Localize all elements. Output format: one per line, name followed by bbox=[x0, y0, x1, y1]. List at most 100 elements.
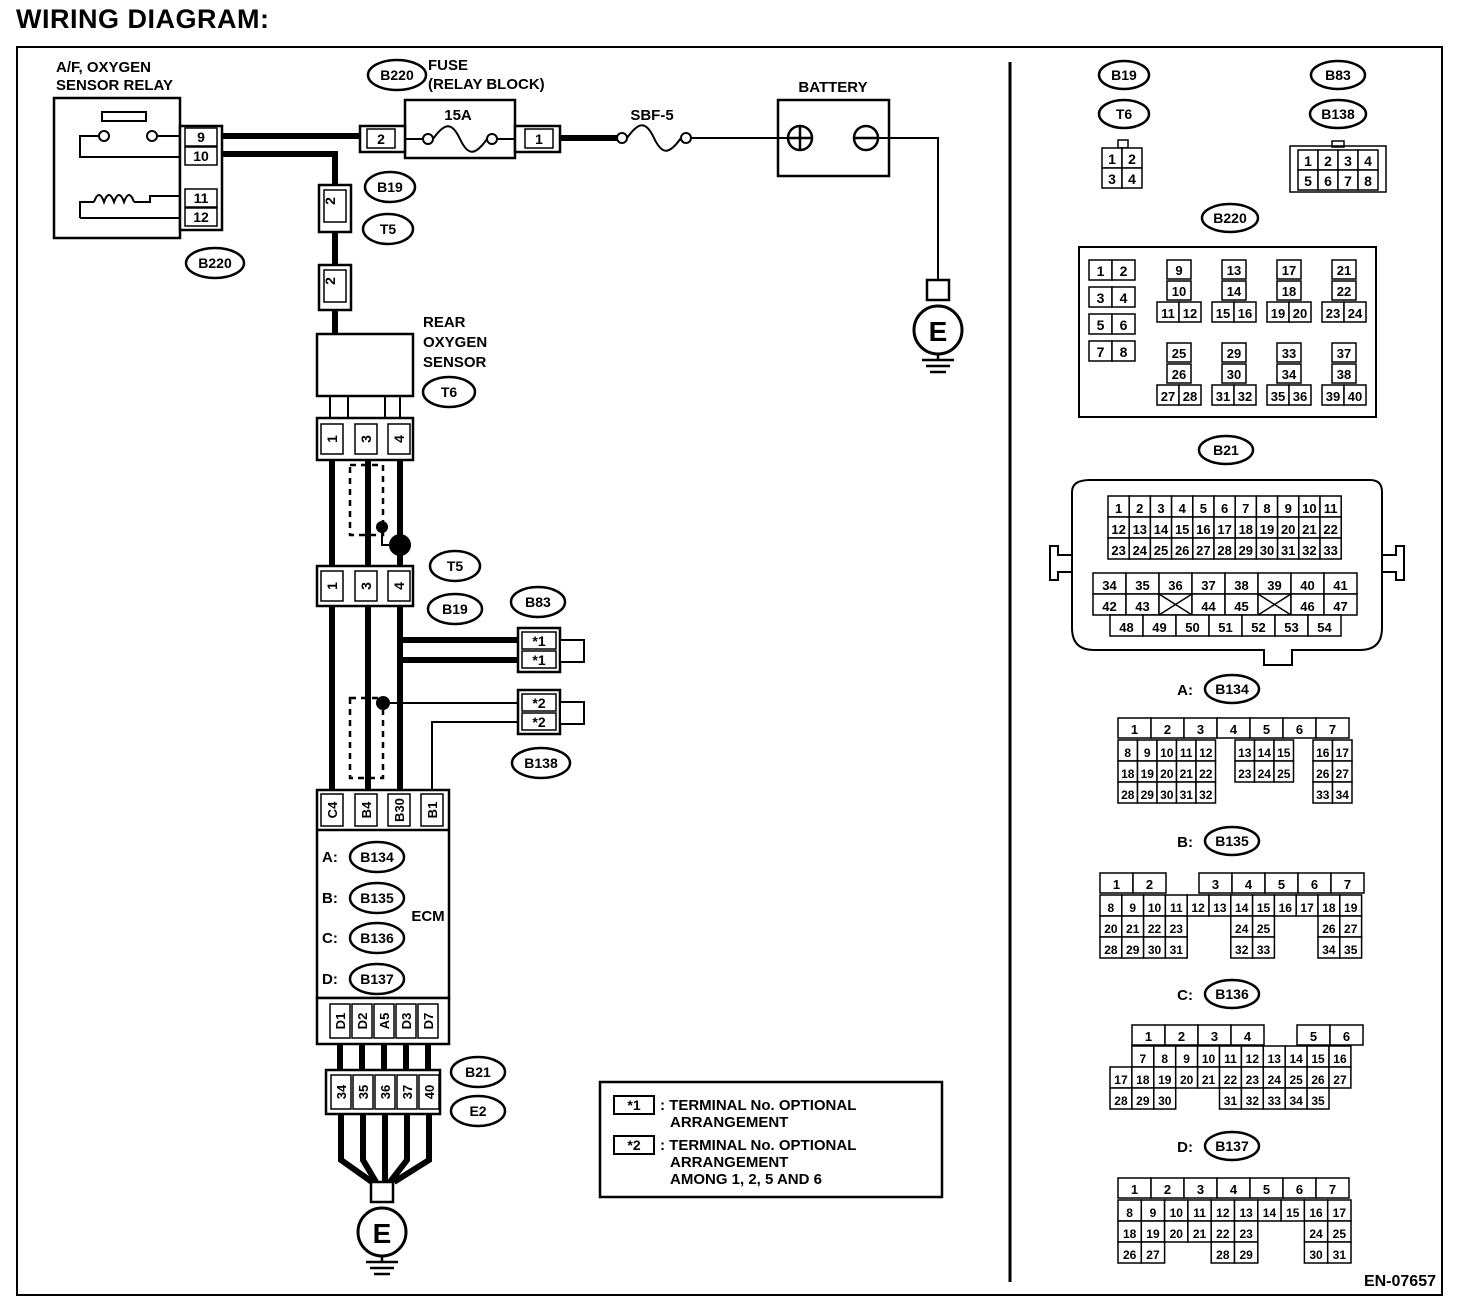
pin-cell bbox=[1329, 1024, 1364, 1046]
fuse-connector-id: B220 bbox=[380, 67, 414, 83]
fuse-pin-left: 2 bbox=[377, 131, 385, 147]
pin-number: 10 bbox=[1160, 746, 1174, 760]
pin-number: 34 bbox=[1282, 367, 1297, 382]
pin-number: 8 bbox=[1108, 901, 1115, 915]
pin-number: 9 bbox=[1183, 1052, 1190, 1066]
pin-number: 20 bbox=[1293, 306, 1307, 321]
pin-number: 22 bbox=[1199, 767, 1213, 781]
pin-number: 15 bbox=[1286, 1206, 1300, 1220]
pin-cell bbox=[1221, 342, 1247, 363]
pin-number: 21 bbox=[1337, 263, 1351, 278]
pin-cell bbox=[1343, 301, 1367, 323]
pin-number: 31 bbox=[1281, 543, 1295, 558]
ecm-top-pin: B1 bbox=[425, 802, 440, 819]
pin-number: 25 bbox=[1289, 1073, 1303, 1087]
pin-number: 26 bbox=[1316, 767, 1330, 781]
pin-number: 9 bbox=[1175, 263, 1182, 278]
pin-number: 27 bbox=[1196, 543, 1210, 558]
pin-number: 23 bbox=[1326, 306, 1340, 321]
pin-number: 34 bbox=[1102, 578, 1117, 593]
pin-cell bbox=[1230, 1024, 1265, 1046]
pin-number: 10 bbox=[1148, 901, 1162, 915]
pin-number: 1 bbox=[1108, 151, 1116, 167]
pin-number: 7 bbox=[1344, 173, 1352, 189]
doc-code: EN-07657 bbox=[1364, 1273, 1436, 1290]
pin-number: 6 bbox=[1120, 317, 1128, 333]
pin-number: 16 bbox=[1279, 901, 1293, 915]
ecm-bottom-pin: D7 bbox=[421, 1013, 436, 1030]
pin-number: 12 bbox=[1199, 746, 1213, 760]
t5-pin: 2 bbox=[322, 277, 338, 285]
pin-number: 14 bbox=[1227, 284, 1242, 299]
pin-cell bbox=[1153, 1087, 1177, 1110]
pin-number: 4 bbox=[1364, 153, 1372, 169]
pin-number: 13 bbox=[1268, 1052, 1282, 1066]
pin-number: 45 bbox=[1234, 599, 1248, 614]
pin-cell bbox=[1331, 781, 1353, 804]
pin-number: 31 bbox=[1180, 788, 1194, 802]
pin-number: 4 bbox=[1230, 1182, 1238, 1197]
ecm-row-connector: B134 bbox=[360, 849, 394, 865]
pin-number: 17 bbox=[1217, 522, 1231, 537]
pin-number: 5 bbox=[1310, 1029, 1317, 1044]
pin-number: 3 bbox=[1197, 1182, 1204, 1197]
pin-number: 7 bbox=[1329, 1182, 1336, 1197]
pin-number: 16 bbox=[1309, 1206, 1323, 1220]
pin-cell bbox=[1343, 384, 1367, 406]
pin-number: 38 bbox=[1234, 578, 1248, 593]
pin-number: 26 bbox=[1322, 922, 1336, 936]
blank-pin-mark bbox=[1257, 593, 1292, 616]
pin-number: 29 bbox=[1239, 1248, 1253, 1262]
pin-number: 3 bbox=[1108, 171, 1116, 187]
pin-number: 13 bbox=[1239, 1206, 1253, 1220]
pin-number: 16 bbox=[1238, 306, 1252, 321]
pin-number: 13 bbox=[1133, 522, 1147, 537]
pin-number: 12 bbox=[1111, 522, 1125, 537]
pin-cell bbox=[1166, 259, 1192, 280]
ecm-row-prefix: C: bbox=[322, 930, 338, 947]
pin-number: 31 bbox=[1224, 1094, 1238, 1108]
pin-number: 31 bbox=[1170, 943, 1184, 957]
pin-number: 24 bbox=[1133, 543, 1148, 558]
pin-number: 48 bbox=[1119, 620, 1133, 635]
pin-number: 31 bbox=[1333, 1248, 1347, 1262]
pin-number: 21 bbox=[1126, 922, 1140, 936]
pin-number: 22 bbox=[1216, 1227, 1230, 1241]
pin-number: 18 bbox=[1239, 522, 1253, 537]
pin-number: 28 bbox=[1104, 943, 1118, 957]
pin-cell bbox=[1328, 1066, 1352, 1089]
pin-number: 3 bbox=[1344, 153, 1352, 169]
b19-connector-id: B19 bbox=[377, 179, 403, 195]
pin-number: 6 bbox=[1343, 1029, 1350, 1044]
connector-id: B135 bbox=[1215, 833, 1249, 849]
pin-number: 30 bbox=[1260, 543, 1274, 558]
pin-number: 51 bbox=[1218, 620, 1232, 635]
pin-number: 5 bbox=[1200, 501, 1207, 516]
pin-number: 9 bbox=[1150, 1206, 1157, 1220]
pin-cell bbox=[1233, 384, 1257, 406]
pin-number: 17 bbox=[1333, 1206, 1347, 1220]
pin-number: 30 bbox=[1160, 788, 1174, 802]
connector-id: B220 bbox=[1213, 210, 1247, 226]
pin-number: 3 bbox=[1097, 290, 1105, 306]
pin-number: 9 bbox=[1129, 901, 1136, 915]
pin-cell bbox=[1276, 363, 1302, 384]
pin-number: 7 bbox=[1242, 501, 1249, 516]
pin-number: 19 bbox=[1344, 901, 1358, 915]
connector-id: B134 bbox=[1215, 681, 1249, 697]
b83-connector-id: B83 bbox=[525, 594, 551, 610]
pin-cell bbox=[1307, 614, 1342, 637]
pin-number: 54 bbox=[1317, 620, 1332, 635]
pin-number: 20 bbox=[1180, 1073, 1194, 1087]
pin-cell bbox=[1111, 340, 1136, 362]
pin-number: 35 bbox=[1344, 943, 1358, 957]
pin-number: 8 bbox=[1124, 746, 1131, 760]
pin-number: 8 bbox=[1263, 501, 1270, 516]
pin-number: 30 bbox=[1227, 367, 1241, 382]
pin-number: 53 bbox=[1284, 620, 1298, 635]
pin-number: 43 bbox=[1135, 599, 1149, 614]
pin-number: 44 bbox=[1201, 599, 1216, 614]
pin-number: 37 bbox=[1337, 346, 1351, 361]
pin-number: 42 bbox=[1102, 599, 1116, 614]
connector-id: B138 bbox=[1321, 106, 1355, 122]
